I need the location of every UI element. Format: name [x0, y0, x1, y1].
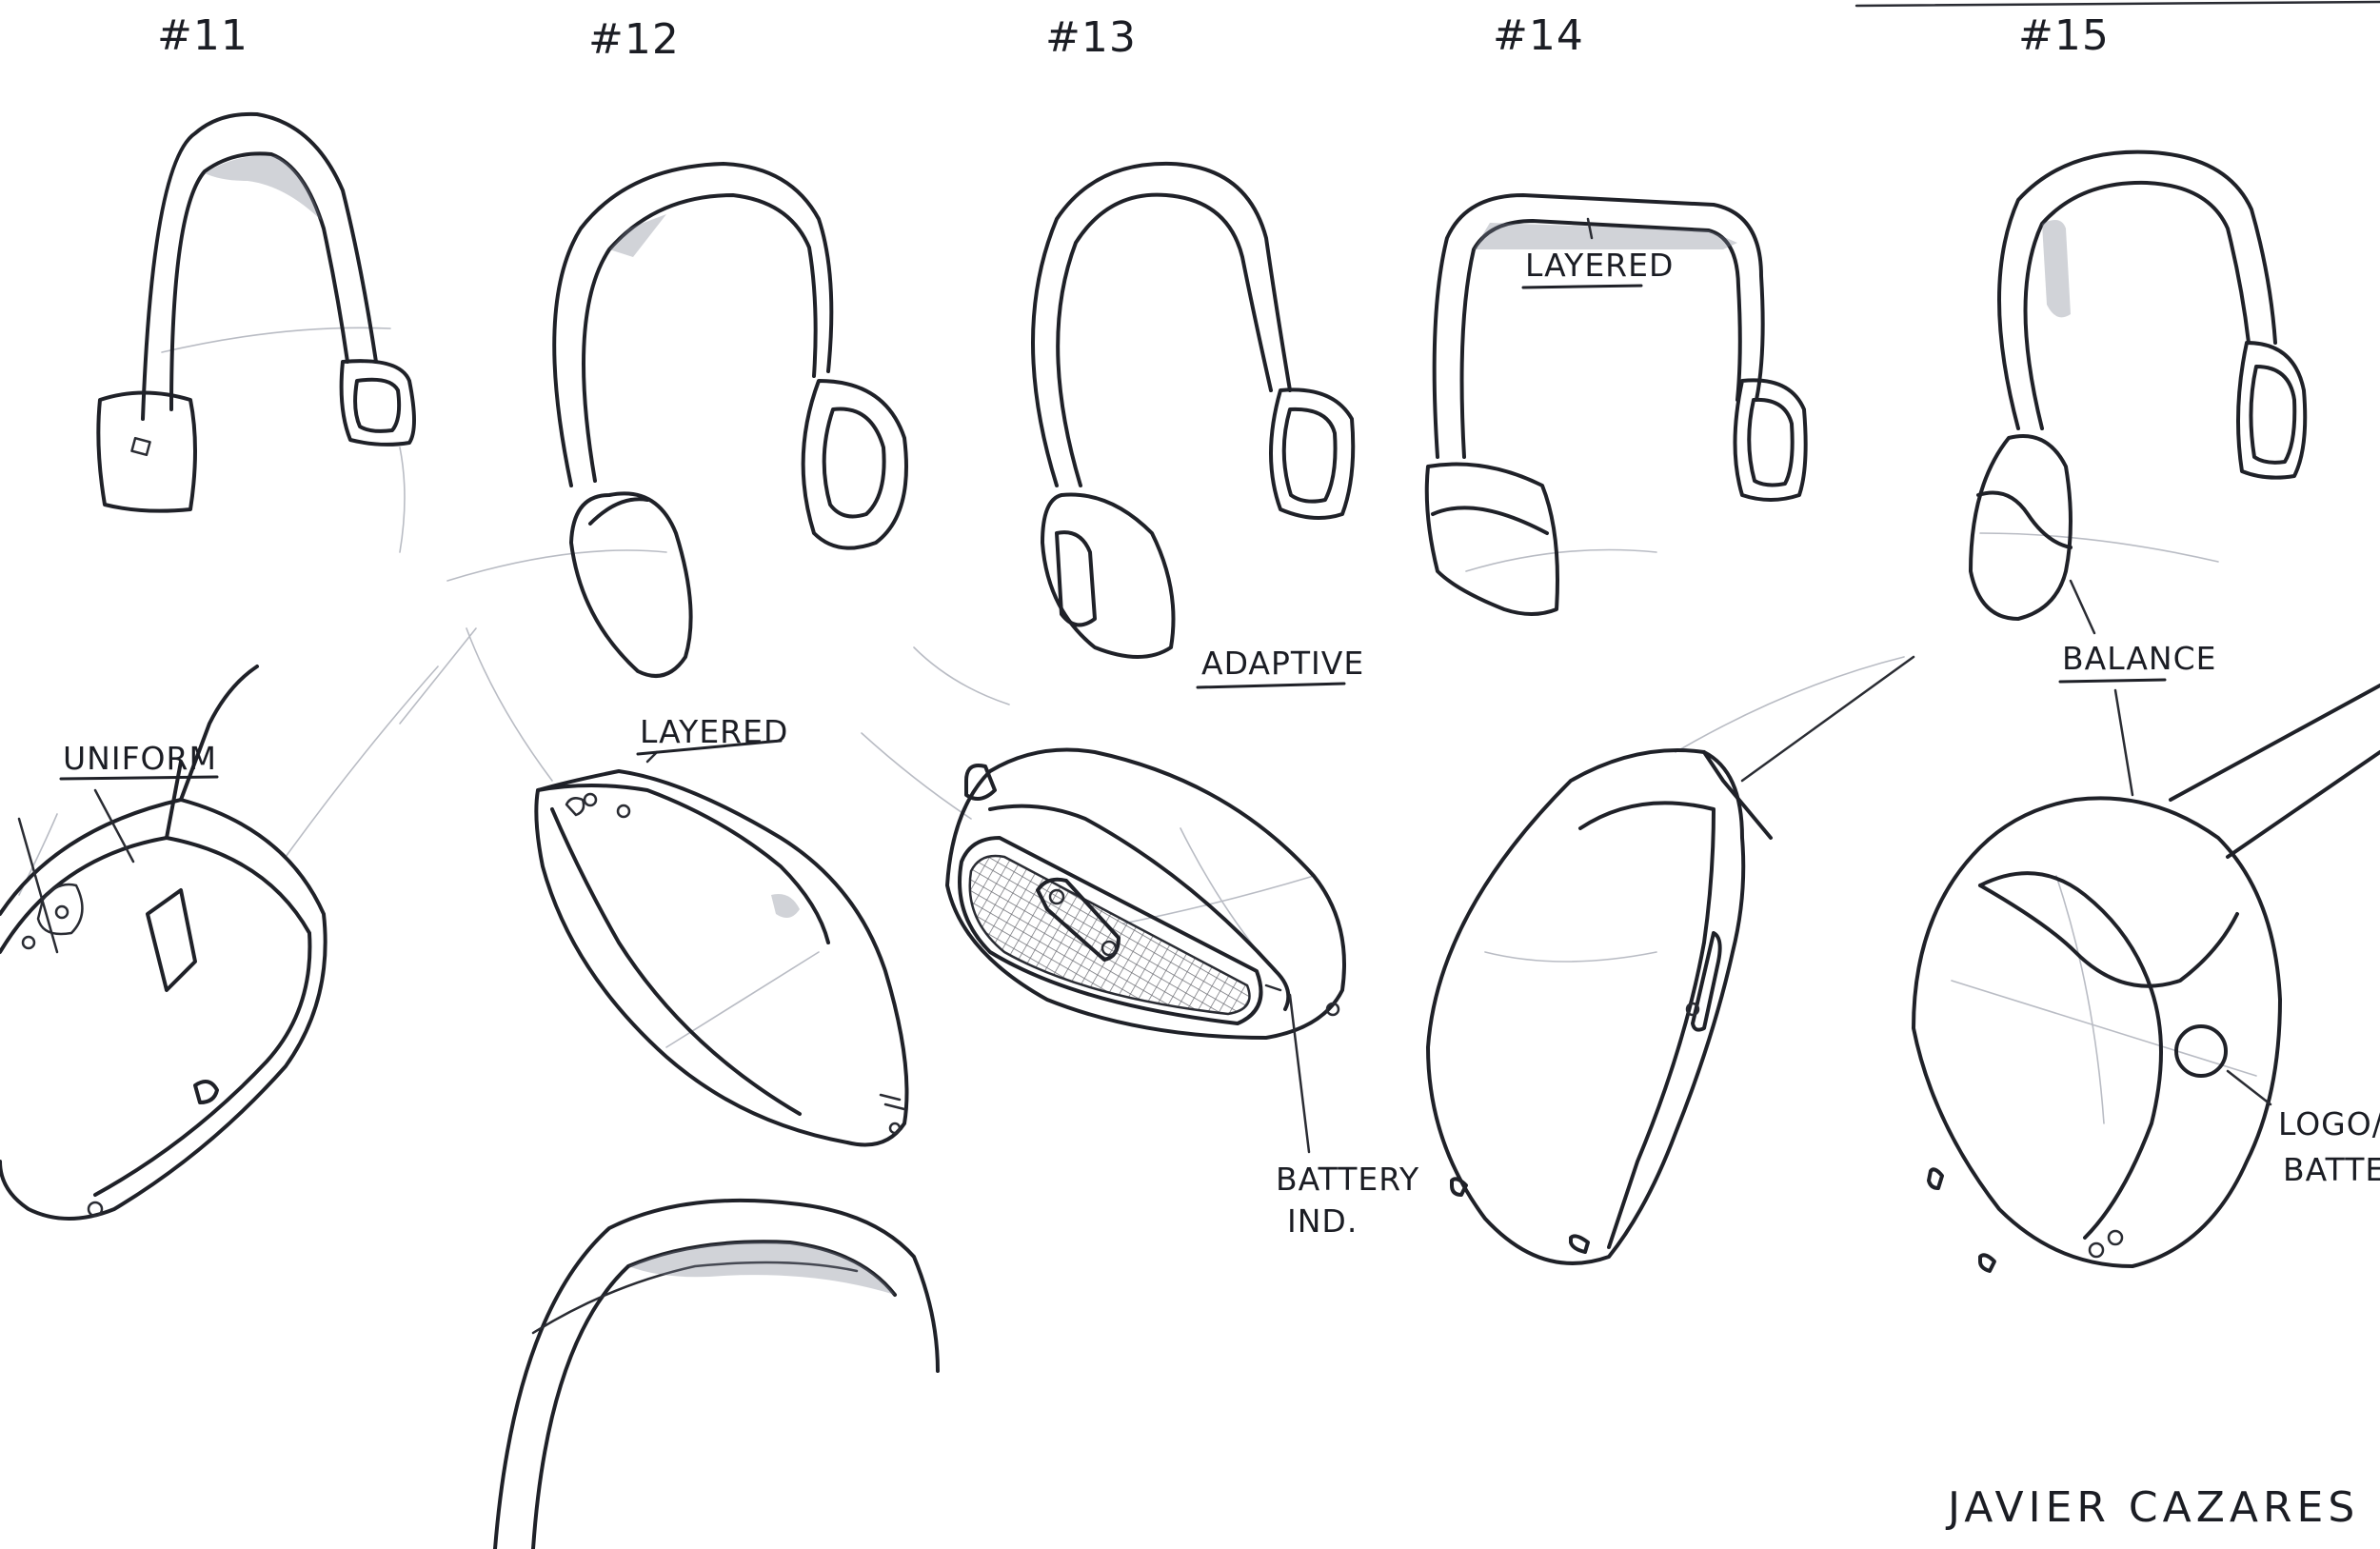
headphone-sketch-15 [1969, 149, 2308, 635]
headphone-sketch-13 [913, 161, 1356, 705]
note-uniform-underline [59, 775, 219, 781]
concept-14-number: #14 [1493, 11, 1584, 60]
note-layered-12-underline [636, 739, 783, 756]
note-layered-14-underline [1521, 284, 1643, 289]
earcup-detail-15 [1912, 684, 2380, 1273]
note-layered-14: LAYERED [1525, 247, 1674, 284]
artist-signature: JAVIER CAZARES [1945, 1483, 2359, 1532]
note-battery-ind-line: IND. [1287, 1202, 1358, 1240]
headband-partial-sketch [493, 1198, 940, 1549]
page-edge-line [1854, 0, 2380, 8]
headphone-sketch-14 [1424, 193, 1808, 616]
note-adaptive: ADAPTIVE [1201, 645, 1364, 682]
note-logo-battery-line2: BATTERY [2283, 1151, 2380, 1188]
note-balance-leader [2113, 688, 2134, 797]
concept-11-number: #11 [157, 11, 248, 60]
note-logo-battery-line1: LOGO/ [2278, 1105, 2380, 1142]
concept-12-number: #12 [588, 15, 680, 64]
note-uniform: UNIFORM [63, 740, 217, 777]
headphone-sketch-11 [96, 111, 416, 553]
earcup-detail-12 [466, 627, 909, 1147]
note-battery-ind: BATTERY IND. [1276, 1161, 1419, 1240]
note-balance: BALANCE [2062, 640, 2217, 677]
headphone-sketch-12 [446, 162, 908, 678]
note-balance-underline [2058, 678, 2167, 684]
note-layered-12: LAYERED [640, 713, 788, 750]
note-adaptive-underline [1196, 682, 1346, 689]
earcup-detail-11 [0, 627, 477, 1221]
concept-13-number: #13 [1045, 13, 1137, 62]
concept-15-number: #15 [2018, 11, 2110, 60]
earcup-detail-14 [1426, 655, 1915, 1265]
earcup-detail-13 [861, 732, 1346, 1154]
note-battery-ind-line: BATTERY [1276, 1161, 1419, 1198]
